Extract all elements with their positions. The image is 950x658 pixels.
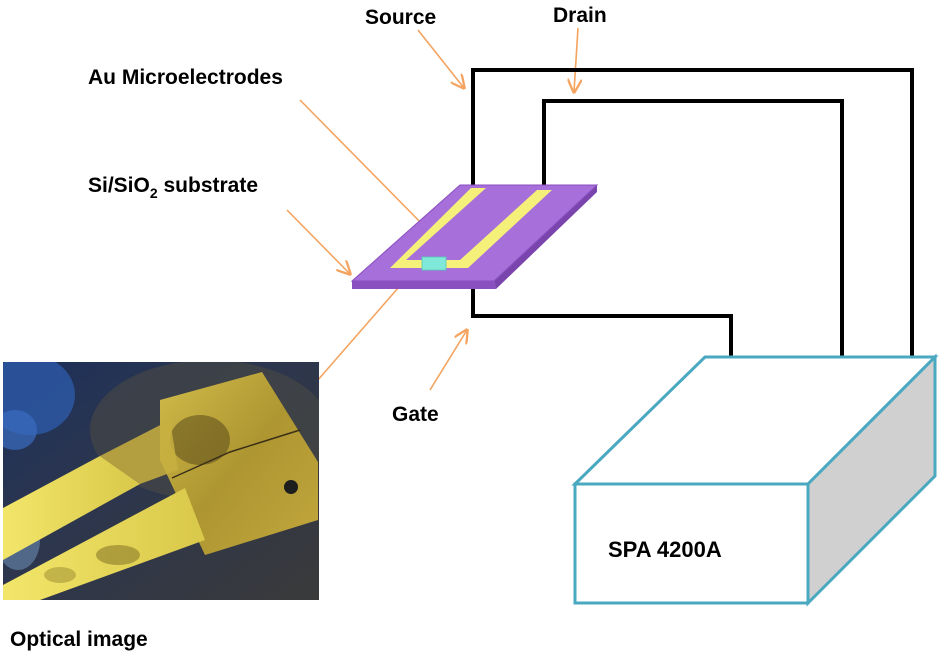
au-electrode xyxy=(390,188,552,268)
au-microelectrodes-label: Au Microelectrodes xyxy=(88,66,283,89)
substrate-top xyxy=(350,184,599,282)
optical-image xyxy=(3,362,319,600)
substrate-arrow xyxy=(286,209,350,274)
substrate-side xyxy=(352,281,496,289)
gate-label: Gate xyxy=(392,403,439,426)
drain-wire xyxy=(542,99,844,359)
channel-material xyxy=(421,256,447,271)
drain-label: Drain xyxy=(553,4,607,27)
substrate-label-suffix: substrate xyxy=(158,174,258,197)
source-arrow xyxy=(417,29,464,88)
substrate-right-side xyxy=(494,185,597,289)
substrate-label: Si/SiO2 substrate xyxy=(88,174,258,201)
optical-image-label: Optical image xyxy=(10,628,148,651)
drain-arrow xyxy=(574,27,578,92)
substrate-label-prefix: Si/SiO xyxy=(88,174,150,197)
gate-wire xyxy=(471,287,733,359)
gate-arrow xyxy=(429,330,467,391)
source-wire xyxy=(471,68,914,359)
spa-instrument: SPA 4200A xyxy=(571,353,939,607)
instrument-label: SPA 4200A xyxy=(608,537,722,562)
au-microelectrodes-arrow xyxy=(299,99,430,232)
substrate-chip xyxy=(350,184,599,289)
substrate-label-subscript: 2 xyxy=(150,185,158,201)
instrument-front xyxy=(573,482,810,605)
source-label: Source xyxy=(365,6,436,29)
